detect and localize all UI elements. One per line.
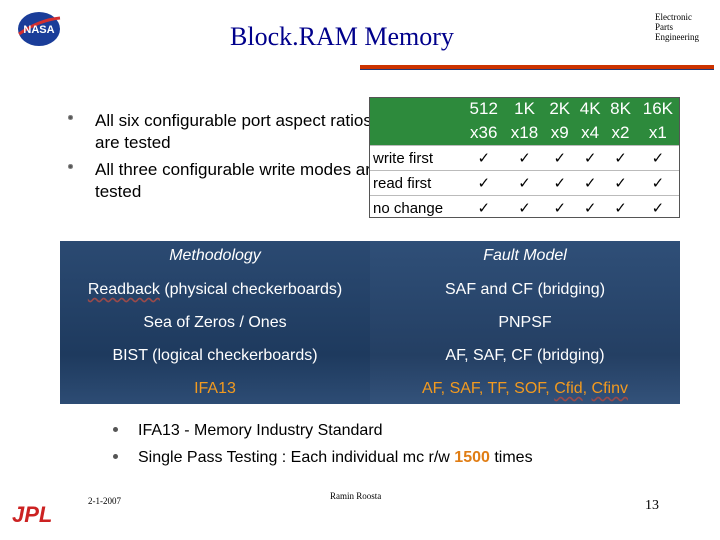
header-rule-thin xyxy=(360,69,714,70)
col-width: x18 xyxy=(504,121,545,146)
check-icon: ✓ xyxy=(635,195,680,220)
org-line: Electronic xyxy=(655,12,692,22)
row-label: no change xyxy=(369,195,463,220)
table-header-row: x36 x18 x9 x4 x2 x1 xyxy=(369,121,680,146)
check-icon: ✓ xyxy=(544,170,575,196)
bullet-text: Single Pass Testing : Each individual mc… xyxy=(138,449,455,466)
col-width: x2 xyxy=(605,121,636,146)
header-rule xyxy=(360,65,714,69)
fault-model-column: Fault Model SAF and CF (bridging) PNPSF … xyxy=(370,241,680,404)
bullet-text: All six configurable port aspect ratios … xyxy=(95,111,372,152)
methodology-cell: BIST (logical checkerboards) xyxy=(112,347,318,364)
col-size: 512 xyxy=(463,97,505,121)
nasa-logo: NASA xyxy=(16,10,62,48)
methodology-cell: Readback (physical checkerboards) xyxy=(60,281,370,299)
table-header-row: 512 1K 2K 4K 8K 16K xyxy=(369,97,680,121)
methodology-column: Methodology Readback (physical checkerbo… xyxy=(60,241,370,404)
col-width: x4 xyxy=(574,121,606,146)
col-width: x1 xyxy=(635,121,680,146)
bullet-item: Single Pass Testing : Each individual mc… xyxy=(113,448,533,468)
fault-cell: PNPSF xyxy=(498,314,552,331)
bullet-text: IFA13 - Memory Industry Standard xyxy=(138,422,383,439)
bullet-dot-icon xyxy=(68,164,73,169)
fault-text: AF, SAF, TF, SOF, xyxy=(422,380,555,397)
check-icon: ✓ xyxy=(605,170,636,196)
fault-cell: AF, SAF, CF (bridging) xyxy=(445,347,605,364)
check-icon: ✓ xyxy=(544,145,575,171)
highlight-number: 1500 xyxy=(454,449,490,466)
table-row: write first ✓ ✓ ✓ ✓ ✓ ✓ xyxy=(369,145,680,171)
row-label: write first xyxy=(369,145,463,171)
check-icon: ✓ xyxy=(574,145,606,171)
footer-author: Ramin Roosta xyxy=(330,491,382,501)
fault-cell: SAF and CF (bridging) xyxy=(444,281,606,298)
col-size: 2K xyxy=(544,97,575,121)
org-line: Parts xyxy=(655,22,673,32)
check-icon: ✓ xyxy=(504,145,545,171)
table-row: read first ✓ ✓ ✓ ✓ ✓ ✓ xyxy=(369,170,680,196)
col-width: x36 xyxy=(463,121,505,146)
methodology-fault-table: Methodology Readback (physical checkerbo… xyxy=(60,241,680,404)
col-size: 1K xyxy=(504,97,545,121)
fault-cell-highlight: AF, SAF, TF, SOF, Cfid, Cfinv xyxy=(370,380,680,398)
check-icon: ✓ xyxy=(635,170,680,196)
bullet-dot-icon xyxy=(68,115,73,120)
check-icon: ✓ xyxy=(574,170,606,196)
check-icon: ✓ xyxy=(605,145,636,171)
slide-title: Block.RAM Memory xyxy=(230,22,454,51)
check-icon: ✓ xyxy=(463,195,505,220)
col-size: 4K xyxy=(574,97,606,121)
fault-text: Cfid xyxy=(554,380,583,397)
methodology-cell-highlight: IFA13 xyxy=(194,380,236,397)
col-size: 16K xyxy=(635,97,680,121)
fault-text: Cfinv xyxy=(591,380,628,397)
check-icon: ✓ xyxy=(635,145,680,171)
table-corner xyxy=(369,97,463,121)
check-icon: ✓ xyxy=(463,145,505,171)
check-icon: ✓ xyxy=(504,195,545,220)
jpl-logo: JPL xyxy=(12,502,53,527)
fault-model-header: Fault Model xyxy=(483,247,567,264)
page-number: 13 xyxy=(645,498,659,513)
org-label: Electronic Parts Engineering xyxy=(655,12,715,42)
bullet-text: times xyxy=(489,449,533,466)
methodology-header: Methodology xyxy=(169,247,261,264)
check-icon: ✓ xyxy=(605,195,636,220)
check-icon: ✓ xyxy=(574,195,606,220)
check-icon: ✓ xyxy=(463,170,505,196)
bullet-text: All three configurable write modes are t… xyxy=(95,160,381,201)
col-size: 8K xyxy=(605,97,636,121)
footer-date: 2-1-2007 xyxy=(88,496,121,506)
bullet-item: All six configurable port aspect ratios … xyxy=(68,110,385,154)
method-name: Readback xyxy=(87,281,160,298)
bullet-item: IFA13 - Memory Industry Standard xyxy=(113,421,383,441)
table-corner xyxy=(369,121,463,146)
aspect-ratio-table: 512 1K 2K 4K 8K 16K x36 x18 x9 x4 x2 x1 … xyxy=(369,97,680,220)
fault-text: , xyxy=(582,380,592,397)
methodology-cell: Sea of Zeros / Ones xyxy=(143,314,287,331)
method-detail: (physical checkerboards) xyxy=(159,281,343,298)
check-icon: ✓ xyxy=(544,195,575,220)
col-width: x9 xyxy=(544,121,575,146)
table-row: no change ✓ ✓ ✓ ✓ ✓ ✓ xyxy=(369,195,680,220)
check-icon: ✓ xyxy=(504,170,545,196)
bullet-item: All three configurable write modes are t… xyxy=(68,159,385,203)
row-label: read first xyxy=(369,170,463,196)
svg-text:NASA: NASA xyxy=(23,24,54,36)
org-line: Engineering xyxy=(655,32,699,42)
bullet-dot-icon xyxy=(113,427,118,432)
bullet-dot-icon xyxy=(113,454,118,459)
